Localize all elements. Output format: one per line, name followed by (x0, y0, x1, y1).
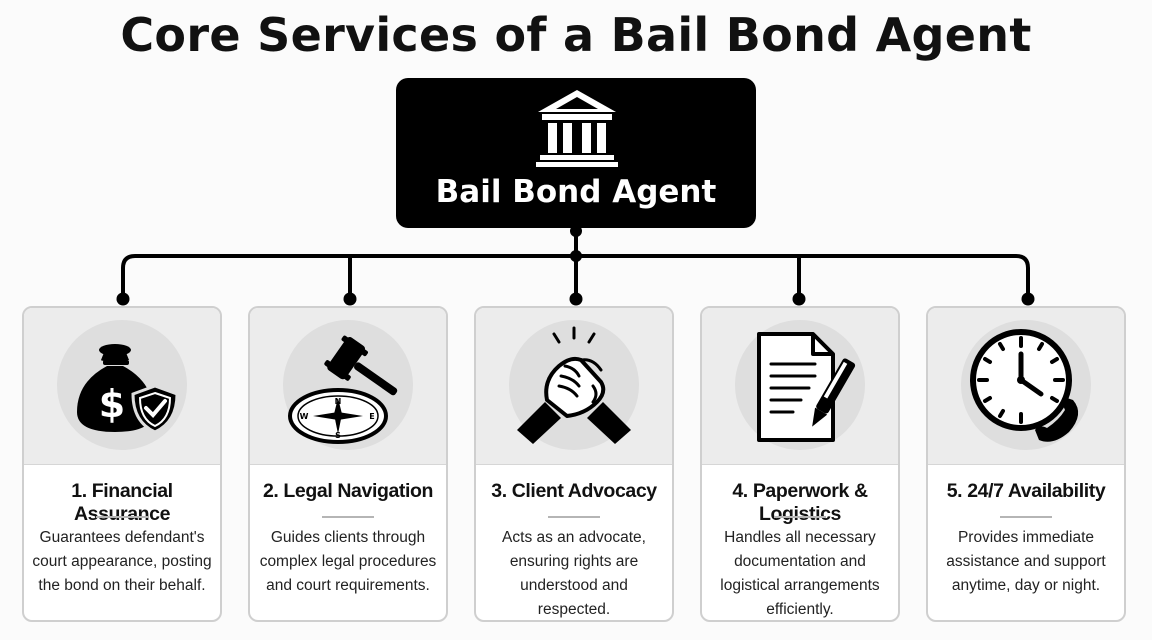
service-description: Provides immediate assistance and suppor… (946, 529, 1106, 594)
compass-letter-n: N (335, 397, 342, 406)
divider (548, 516, 600, 518)
compass-letter-s: S (335, 431, 341, 440)
divider (96, 516, 148, 518)
courthouse-icon (536, 90, 618, 167)
service-title: 3. Client Advocacy (491, 480, 657, 502)
root-node: Bail Bond Agent (396, 78, 756, 228)
divider (1000, 516, 1052, 518)
clock-phone-icon (970, 329, 1079, 442)
card-icon-area (928, 308, 1124, 465)
clasped-hands-icon (517, 326, 631, 444)
gavel-compass-icon: N E S W (288, 335, 398, 444)
service-card-availability: 5. 24/7 Availability Provides immediate … (926, 306, 1126, 622)
service-title: 2. Legal Navigation (262, 480, 434, 502)
divider (774, 516, 826, 518)
service-title: 1. Financial Assurance (71, 480, 173, 525)
card-icon-area (702, 308, 898, 465)
service-description: Handles all necessary documentation and … (720, 529, 880, 618)
connector-lines (116, 225, 1035, 306)
service-title: 5. 24/7 Availability (946, 480, 1106, 502)
card-icon-area (476, 308, 672, 465)
service-description: Acts as an advocate, ensuring rights are… (502, 529, 646, 618)
service-card-client-advocacy: 3. Client Advocacy Acts as an advocate, … (474, 306, 674, 622)
service-card-paperwork-logistics: 4. Paperwork & Logistics Handles all nec… (700, 306, 900, 622)
page-title: Core Services of a Bail Bond Agent (120, 8, 1032, 62)
service-card-legal-navigation: N E S W 2. Legal Navigation Guides clien… (248, 306, 448, 622)
card-icon-area: $ (24, 308, 220, 465)
root-label: Bail Bond Agent (435, 174, 717, 210)
service-card-financial-assurance: $ 1. Financial Assurance Guarantees defe… (22, 306, 222, 622)
compass-letter-e: E (369, 412, 374, 421)
service-description: Guarantees defendant's court appearance,… (32, 529, 212, 594)
divider (322, 516, 374, 518)
compass-letter-w: W (300, 412, 309, 421)
card-icon-area: N E S W (250, 308, 446, 465)
service-title: 4. Paperwork & Logistics (732, 480, 868, 525)
service-description: Guides clients through complex legal pro… (259, 529, 437, 594)
document-pen-icon (757, 332, 856, 442)
svg-text:$: $ (99, 382, 125, 426)
money-bag-shield-icon: $ (77, 344, 179, 434)
